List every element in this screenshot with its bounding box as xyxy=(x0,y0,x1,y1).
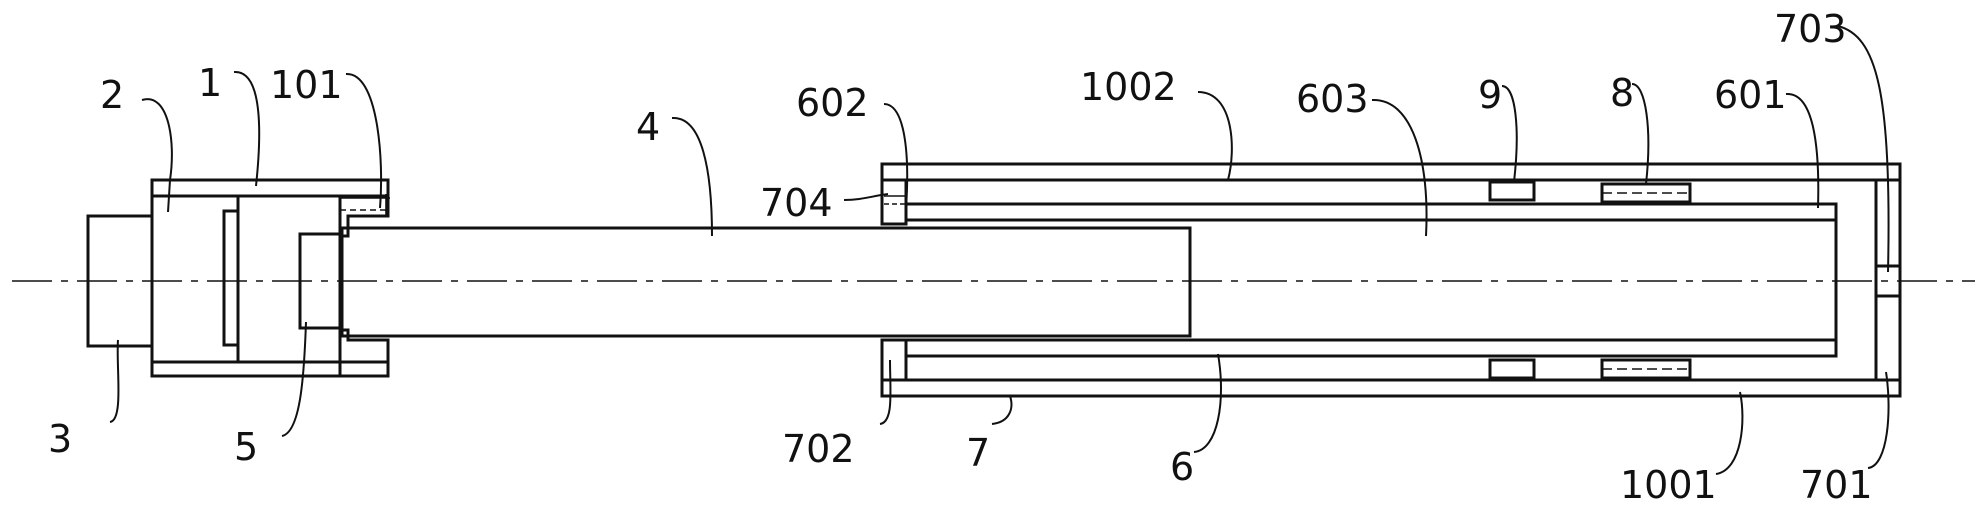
label-2: 2 xyxy=(100,73,124,117)
label-5: 5 xyxy=(234,425,258,469)
label-701: 701 xyxy=(1800,463,1873,507)
label-9: 9 xyxy=(1478,73,1502,117)
label-4: 4 xyxy=(636,105,660,149)
label-8: 8 xyxy=(1610,71,1634,115)
label-1001: 1001 xyxy=(1620,463,1717,507)
part-1-bottom-flange xyxy=(338,328,390,378)
part-2-plug xyxy=(150,194,240,364)
part-8-bearing-top xyxy=(1600,182,1692,204)
label-601: 601 xyxy=(1714,73,1787,117)
part-702-top-end xyxy=(880,178,908,226)
label-704: 704 xyxy=(760,181,833,225)
part-8-bearing-bottom xyxy=(1600,358,1692,380)
part-7-outer-top-wall xyxy=(880,162,1902,182)
part-4-rod xyxy=(340,226,1192,338)
part-1-bottom-wall xyxy=(150,360,390,378)
part-9-seal-top xyxy=(1488,180,1536,202)
part-7-outer-bottom-wall xyxy=(880,378,1902,398)
part-9-seal-bottom xyxy=(1488,358,1536,380)
label-101: 101 xyxy=(270,63,343,107)
part-6-inner-bottom-wall xyxy=(904,338,1838,358)
part-1-top-wall xyxy=(150,178,390,198)
part-6-inner-top-wall xyxy=(904,202,1838,222)
label-3: 3 xyxy=(48,417,72,461)
part-1-cavity xyxy=(236,194,342,364)
label-602: 602 xyxy=(796,81,869,125)
label-703: 703 xyxy=(1774,7,1847,51)
label-1: 1 xyxy=(198,61,222,105)
label-603: 603 xyxy=(1296,77,1369,121)
part-702-bottom-end xyxy=(880,338,908,382)
label-702: 702 xyxy=(782,427,855,471)
label-1002: 1002 xyxy=(1080,65,1177,109)
label-6: 6 xyxy=(1170,445,1194,489)
label-7: 7 xyxy=(966,431,990,475)
